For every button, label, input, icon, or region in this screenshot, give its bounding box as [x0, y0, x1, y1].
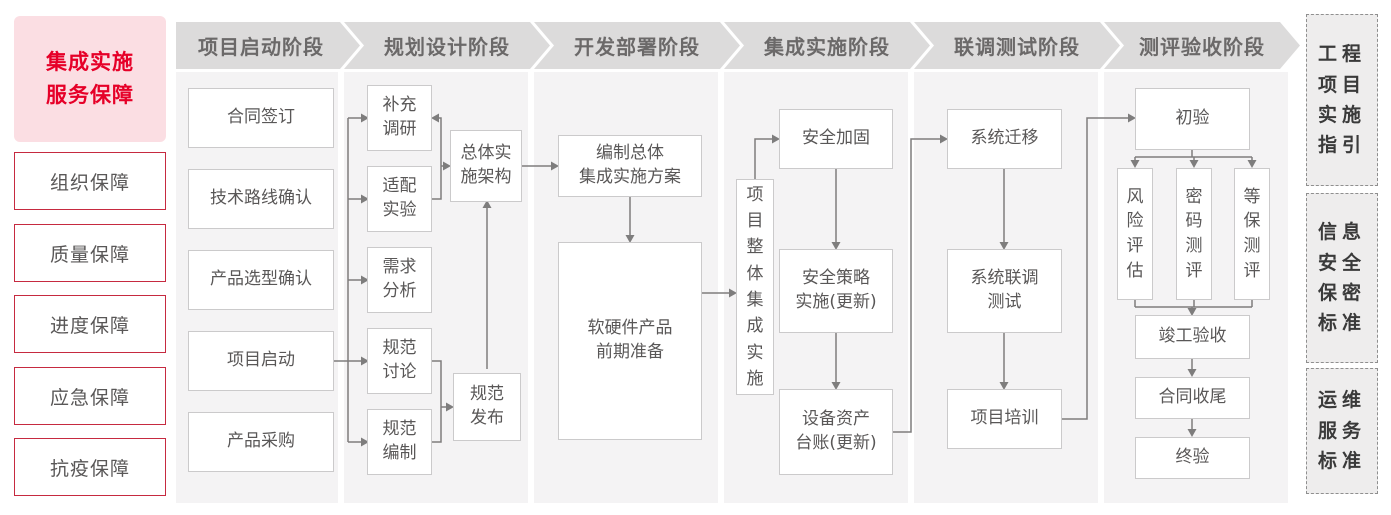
- diagram-title: 集成实施 服务保障: [14, 16, 166, 142]
- step-overall-integration: 项 目 整 体 集 成 实 施: [736, 179, 774, 395]
- step-security-hardening: 安全加固: [779, 109, 893, 169]
- step-product-selection: 产品选型确认: [188, 250, 334, 310]
- step-final-acceptance: 终验: [1135, 437, 1250, 479]
- reference-engineering-guide: 工程 项目 实施 指引: [1306, 14, 1378, 186]
- step-joint-debug-test: 系统联调 测试: [947, 249, 1062, 333]
- phase-header-testing: 联调测试阶段: [914, 22, 1120, 69]
- sidebar-item-quality: 质量保障: [14, 224, 166, 282]
- sidebar-item-organization: 组织保障: [14, 152, 166, 210]
- step-project-kickoff: 项目启动: [188, 331, 334, 391]
- step-overall-architecture: 总体实 施架构: [450, 130, 522, 202]
- reference-oam-standard: 运维 服务 标准: [1306, 368, 1378, 494]
- phase-header-deployment: 开发部署阶段: [534, 22, 740, 69]
- phase-header-startup: 项目启动阶段: [176, 22, 360, 69]
- step-contract-signing: 合同签订: [188, 88, 334, 148]
- step-spec-release: 规范 发布: [453, 373, 521, 441]
- sidebar-item-epidemic: 抗疫保障: [14, 438, 166, 496]
- step-crypto-evaluation: 密 码 测 评: [1176, 168, 1212, 300]
- step-project-training: 项目培训: [947, 389, 1062, 449]
- step-spec-drafting: 规范 编制: [367, 409, 432, 475]
- step-requirement-analysis: 需求 分析: [367, 247, 432, 313]
- step-system-migration: 系统迁移: [947, 109, 1062, 169]
- step-risk-assessment: 风 险 评 估: [1117, 168, 1153, 300]
- step-tech-route-confirm: 技术路线确认: [188, 169, 334, 229]
- step-product-procurement: 产品采购: [188, 412, 334, 472]
- phase-header-acceptance: 测评验收阶段: [1104, 22, 1300, 69]
- sidebar-item-emergency: 应急保障: [14, 367, 166, 425]
- step-initial-acceptance: 初验: [1135, 88, 1250, 150]
- step-contract-closure: 合同收尾: [1135, 377, 1250, 419]
- step-mlps-evaluation: 等 保 测 评: [1234, 168, 1270, 300]
- sidebar-item-schedule: 进度保障: [14, 295, 166, 353]
- step-asset-ledger: 设备资产 台账(更新): [779, 389, 893, 475]
- step-integration-plan: 编制总体 集成实施方案: [558, 135, 702, 197]
- phase-header-planning: 规划设计阶段: [344, 22, 550, 69]
- step-completion-acceptance: 竣工验收: [1135, 315, 1250, 359]
- step-supplementary-research: 补充 调研: [367, 85, 432, 151]
- step-hw-sw-preparation: 软硬件产品 前期准备: [558, 242, 702, 440]
- step-adaptation-experiment: 适配 实验: [367, 166, 432, 232]
- phase-header-integration: 集成实施阶段: [724, 22, 930, 69]
- step-security-policy: 安全策略 实施(更新): [779, 249, 893, 333]
- step-spec-discussion: 规范 讨论: [367, 328, 432, 394]
- reference-security-standard: 信息 安全 保密 标准: [1306, 193, 1378, 363]
